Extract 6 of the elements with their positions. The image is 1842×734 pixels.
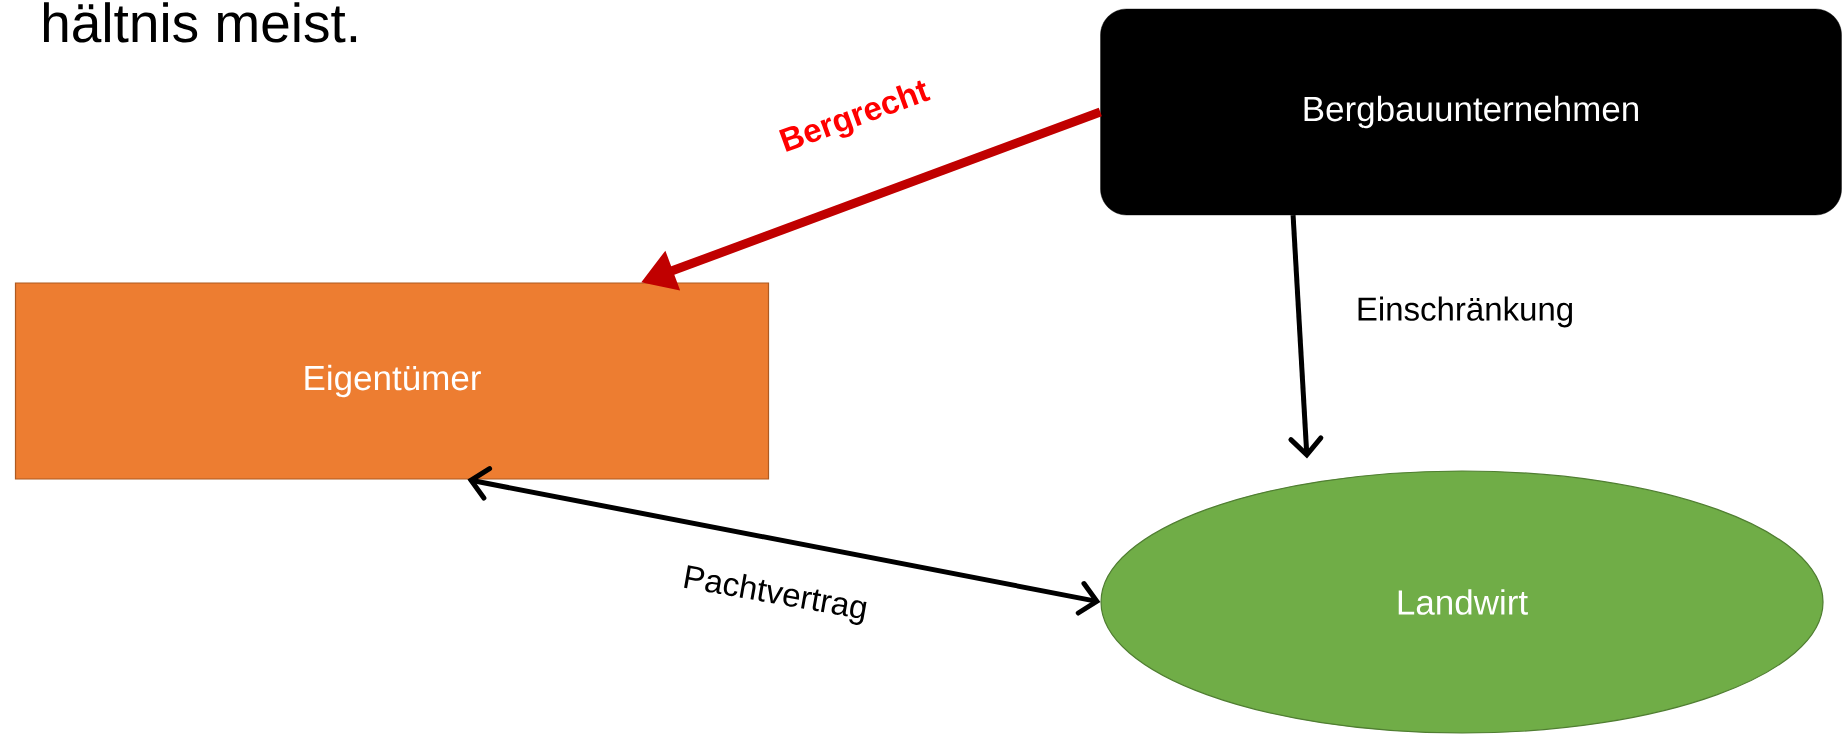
arrow <box>1288 215 1324 459</box>
owner-box: Eigentümer <box>14 282 770 480</box>
company-box: Bergbauunternehmen <box>1100 8 1842 216</box>
heading-text: hältnis meist. <box>44 2 357 43</box>
edge-label: Einschränkung <box>1353 294 1577 330</box>
arrow <box>467 466 1101 616</box>
